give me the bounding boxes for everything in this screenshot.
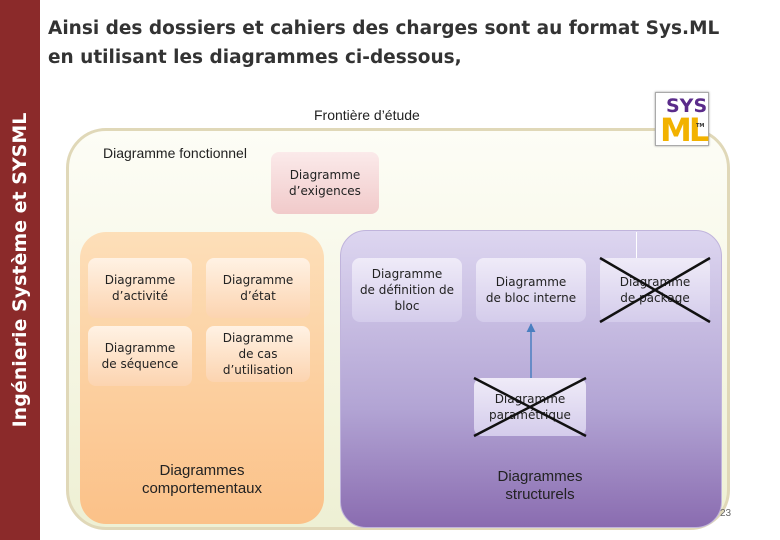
logo-ml-text: ML: [660, 111, 709, 149]
sidebar-title: Ingénierie Système et SYSML: [9, 112, 31, 428]
state-diagram-card: Diagramme d’état: [206, 258, 310, 318]
structural-divider: [636, 232, 637, 260]
behavioral-label: Diagrammes comportementaux: [141, 462, 263, 497]
internal-block-diagram-card: Diagramme de bloc interne: [476, 258, 586, 322]
sequence-diagram-card: Diagramme de séquence: [88, 326, 192, 386]
state-diagram-label: Diagramme d’état: [222, 273, 294, 303]
parametric-diagram-label: Diagramme paramétrique: [489, 392, 571, 422]
block-definition-diagram-label: Diagramme de définition de bloc: [359, 267, 455, 313]
requirements-diagram-card: Diagramme d’exigences: [271, 152, 379, 214]
page-title: Ainsi des dossiers et cahiers des charge…: [48, 18, 720, 68]
frontier-label: Frontière d’étude: [314, 107, 420, 123]
sequence-diagram-label: Diagramme de séquence: [101, 341, 179, 371]
functional-diagram-label: Diagramme fonctionnel: [103, 145, 247, 161]
page-number: 23: [720, 508, 732, 519]
block-definition-diagram-card: Diagramme de définition de bloc: [352, 258, 462, 322]
use-case-diagram-label: Diagramme de cas d’utilisation: [222, 331, 294, 377]
structural-label: Diagrammes structurels: [497, 468, 583, 503]
logo-sys-text: SYS: [666, 95, 708, 117]
activity-diagram-card: Diagramme d’activité: [88, 258, 192, 318]
parametric-diagram-card: Diagramme paramétrique: [474, 378, 586, 436]
sidebar-band: Ingénierie Système et SYSML: [0, 0, 40, 540]
package-diagram-label: Diagramme de package: [619, 275, 691, 305]
logo-tm-text: TM: [696, 123, 705, 129]
sysml-logo: SYS ML TM: [655, 92, 709, 149]
use-case-diagram-card: Diagramme de cas d’utilisation: [206, 326, 310, 382]
package-diagram-card: Diagramme de package: [600, 258, 710, 322]
requirements-diagram-label: Diagramme d’exigences: [289, 168, 361, 198]
activity-diagram-label: Diagramme d’activité: [104, 273, 176, 303]
internal-block-diagram-label: Diagramme de bloc interne: [485, 275, 577, 305]
